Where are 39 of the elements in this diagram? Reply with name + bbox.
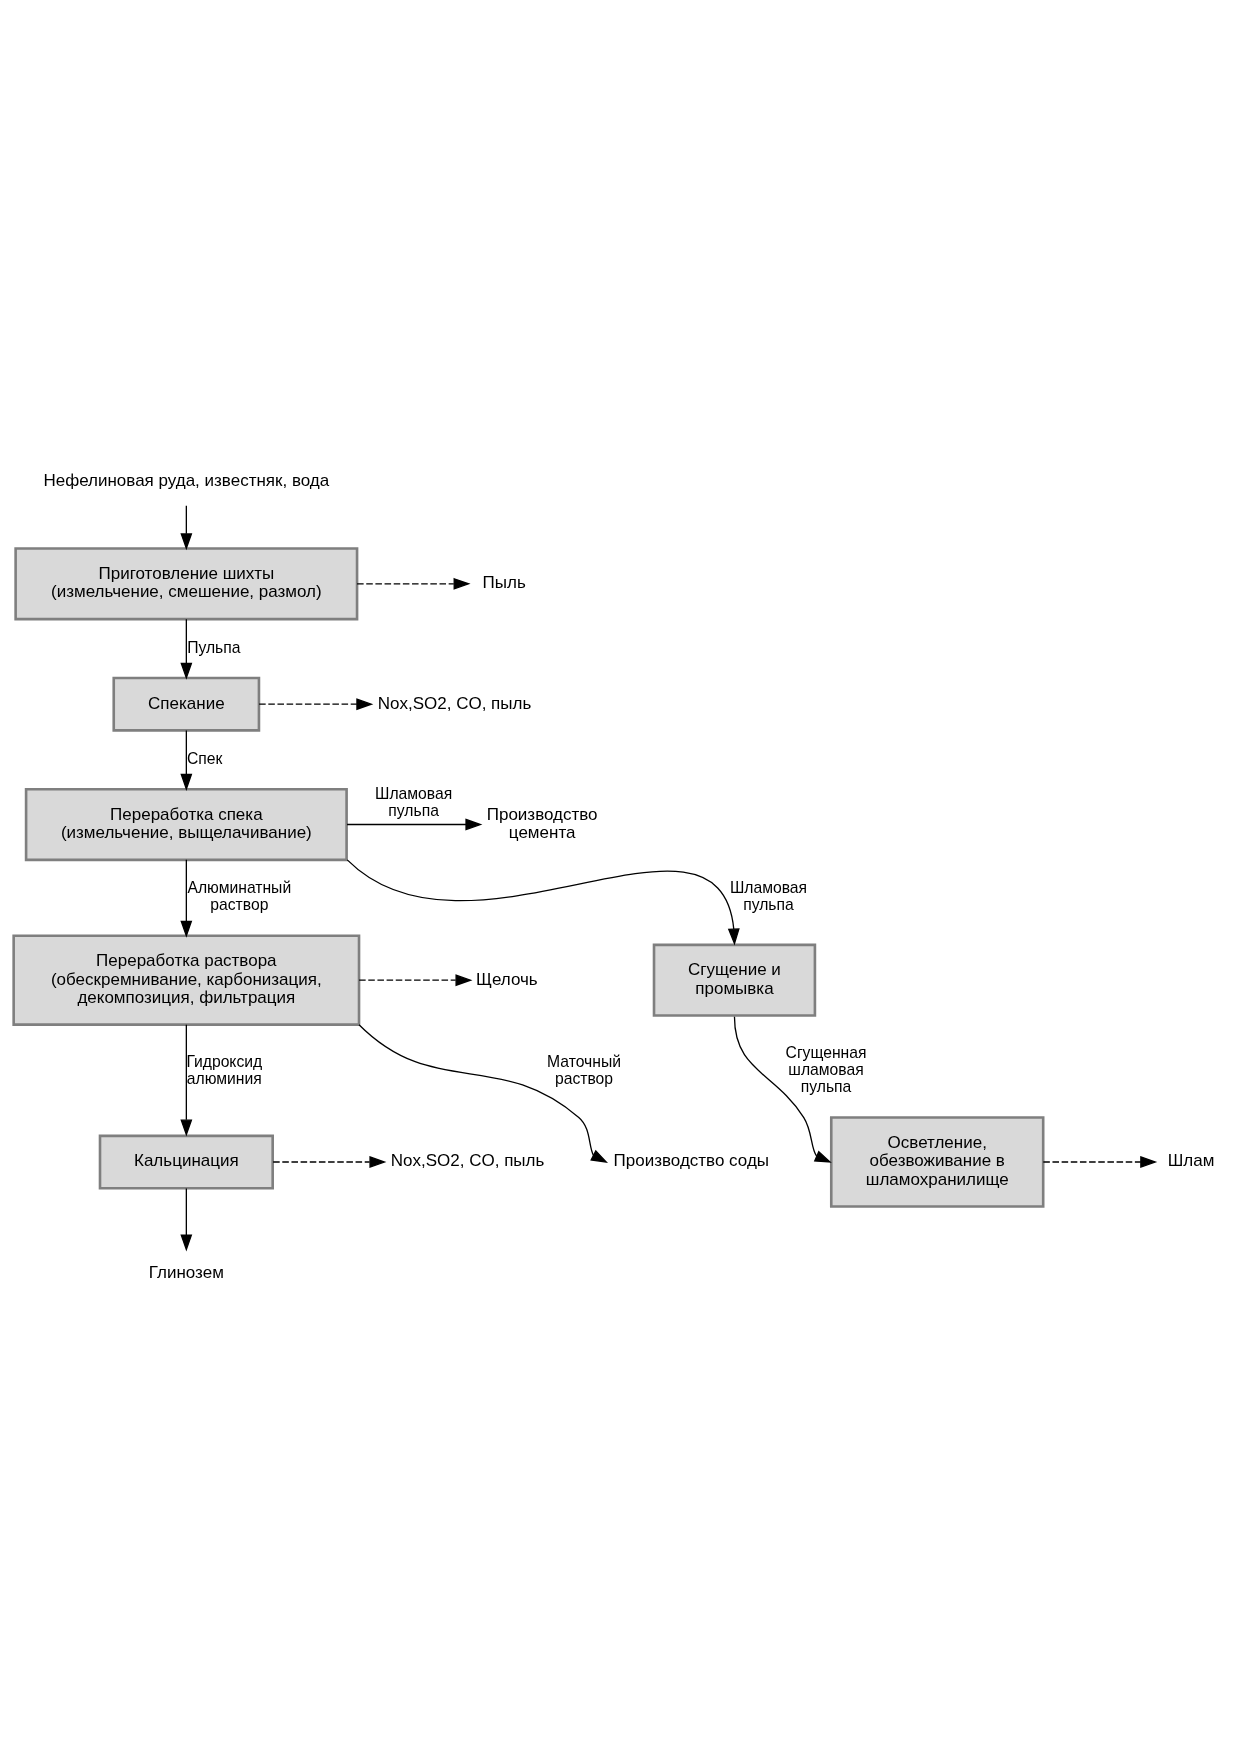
node-text: Нефелиновая руда, известняк, вода (43, 470, 330, 490)
node-text: Nox,SO2, CO, пыль (390, 1150, 545, 1170)
edge-label: Маточный раствор (547, 1052, 621, 1087)
arrow (358, 1023, 608, 1163)
node-box: Сгущение и промывка (652, 943, 817, 1017)
edge-label: Алюминатный раствор (187, 878, 292, 913)
node-box: Переработка раствора (обескремнивание, карбонизация, декомпозиция, фильтрация (12, 933, 361, 1026)
node-text: Шлам (1167, 1150, 1215, 1170)
arrow (1042, 1155, 1158, 1168)
arrow (733, 1015, 832, 1163)
arrow (180, 618, 193, 680)
node-box: Осветление, обезвоживание в шламохранилище (829, 1115, 1045, 1208)
arrow (358, 973, 473, 986)
arrow (356, 577, 471, 590)
node-box: Приготовление шихты (измельчение, смешение, размол) (14, 546, 359, 620)
edge-label: Спек (186, 749, 223, 767)
arrow (346, 818, 483, 830)
edge-label: Пульпа (187, 638, 241, 656)
node-text: Производство цемента (486, 804, 598, 842)
edge-label: Шламовая пульпа (375, 784, 453, 819)
arrow (180, 858, 193, 938)
node-text: Производство соды (613, 1150, 770, 1170)
arrow (258, 697, 374, 710)
arrow (180, 504, 193, 550)
node-box: Кальцинация (98, 1134, 274, 1189)
arrow (346, 858, 740, 946)
node-text: Щелочь (475, 969, 538, 989)
node-text: Nox,SO2, CO, пыль (377, 693, 532, 713)
node-text: Пыль (482, 572, 526, 592)
arrow (180, 729, 193, 791)
arrow (272, 1155, 387, 1168)
edge-label: Шламовая пульпа (729, 878, 808, 913)
node-box: Переработка спека (измельчение, выщелачивание) (24, 787, 348, 861)
node-box: Спекание (112, 676, 261, 732)
arrow (180, 1187, 193, 1251)
node-text: Глинозем (148, 1262, 224, 1282)
edge-label: Сгущенная шламовая пульпа (785, 1043, 867, 1095)
edge-label: Гидроксид алюминия (186, 1052, 263, 1087)
arrow (180, 1023, 193, 1137)
